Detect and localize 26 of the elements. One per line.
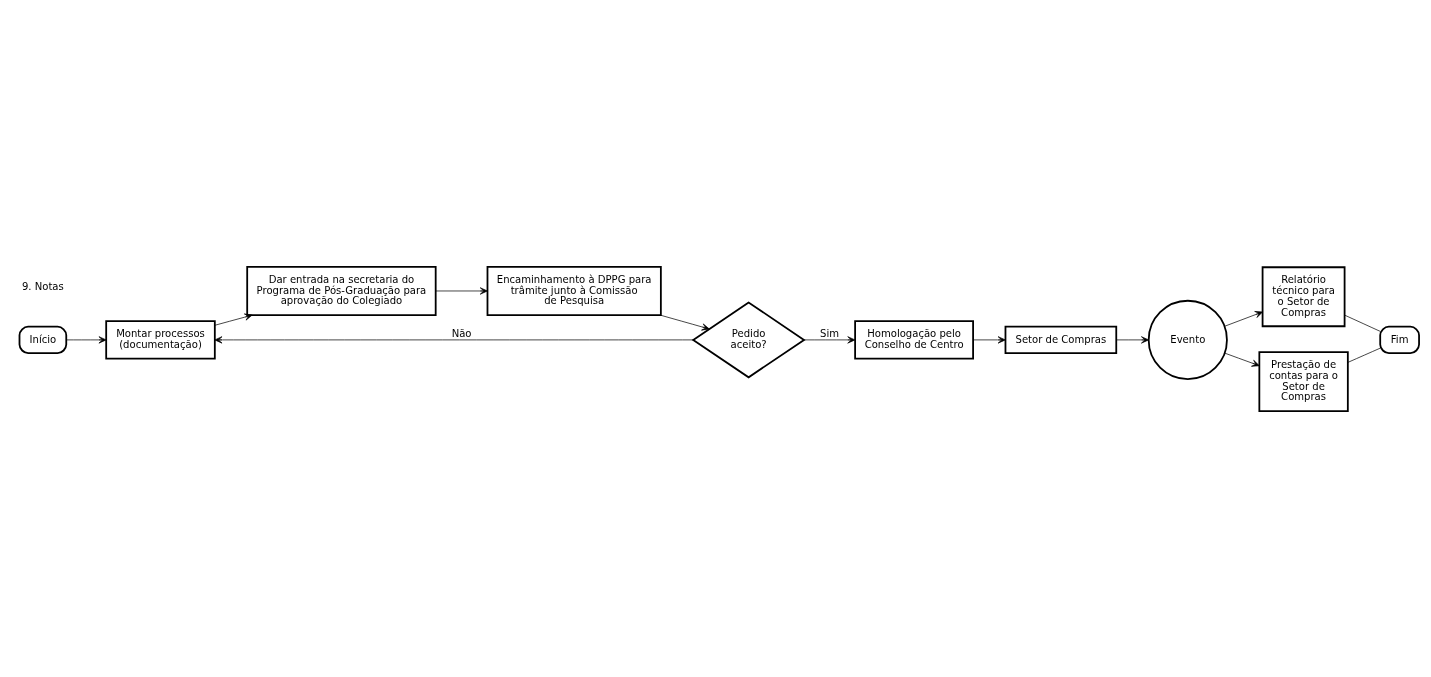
edge-label: Sim <box>820 327 840 339</box>
arrow <box>214 313 253 326</box>
arrow <box>435 286 488 295</box>
node-box: Montar processos (documentação) <box>105 319 216 359</box>
node-box: Encaminhamento à DPPG para trâmite junto à Comissão de Pesquisa <box>486 265 662 316</box>
arrow <box>214 335 694 343</box>
label: 9. Notas <box>21 280 64 292</box>
node-box: Dar entrada na secretaria do Programa de Pós-Graduação para aprovação do Colegiado <box>246 265 437 316</box>
arrow <box>1115 335 1149 343</box>
connector <box>1347 347 1381 363</box>
node-box: Início <box>18 325 68 354</box>
arrow <box>803 335 856 343</box>
edge-label: Não <box>451 327 472 339</box>
arrow <box>972 335 1006 343</box>
node-box: Fim <box>1379 325 1420 354</box>
node-box: Prestação de contas para o Setor de Compras <box>1258 350 1349 412</box>
node-box: Relatório técnico para o Setor de Compras <box>1261 265 1346 327</box>
arrow <box>65 335 107 343</box>
node-box: Homologação pelo Conselho de Centro <box>854 319 974 359</box>
arrow <box>659 314 710 330</box>
node-circle: Evento <box>1147 299 1228 380</box>
arrow <box>1224 352 1260 367</box>
arrow <box>1224 310 1263 327</box>
node-box: Setor de Compras <box>1004 325 1118 354</box>
node-diamond: Pedido aceito? <box>691 300 806 378</box>
connector <box>1344 314 1381 332</box>
